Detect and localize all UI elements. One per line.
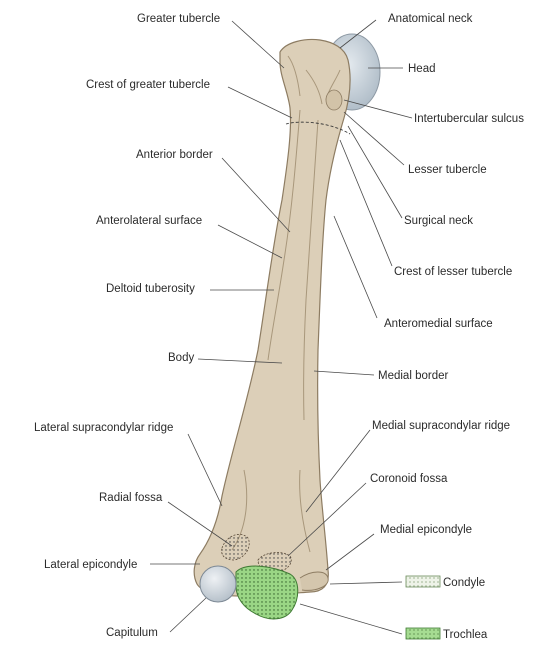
legend-label-trochlea: Trochlea [443,629,488,641]
labels: Greater tubercle Anatomical neck Head Cr… [34,13,524,639]
legend-label-condyle: Condyle [443,577,485,589]
label-medial-border: Medial border [378,370,448,382]
label-medial-supracondylar-ridge: Medial supracondylar ridge [372,420,510,432]
label-coronoid-fossa: Coronoid fossa [370,473,448,485]
label-lesser-tubercle: Lesser tubercle [408,164,487,176]
label-lateral-epicondyle: Lateral epicondyle [44,559,137,571]
legend-swatch-condyle [405,575,441,588]
label-deltoid-tuberosity: Deltoid tuberosity [106,283,195,295]
label-surgical-neck: Surgical neck [404,215,473,227]
trochlea-shape [235,565,299,620]
label-radial-fossa: Radial fossa [99,492,163,504]
label-crest-of-greater-tubercle: Crest of greater tubercle [86,79,210,91]
humerus-outline [193,38,351,597]
label-crest-of-lesser-tubercle: Crest of lesser tubercle [394,266,512,278]
label-capitulum: Capitulum [106,627,158,639]
label-lateral-supracondylar-ridge: Lateral supracondylar ridge [34,422,173,434]
label-head: Head [408,63,436,75]
label-anterior-border: Anterior border [136,149,213,161]
radial-fossa-shape [221,534,250,561]
label-anatomical-neck: Anatomical neck [388,13,473,25]
capitulum-shape [199,565,237,603]
label-body: Body [168,352,194,364]
legend: Condyle Trochlea [405,575,488,641]
label-anterolateral-surface: Anterolateral surface [96,215,202,227]
legend-swatch-trochlea [405,627,441,640]
label-greater-tubercle: Greater tubercle [137,13,220,25]
humerus-bone [193,33,381,620]
label-intertubercular-sulcus: Intertubercular sulcus [414,113,524,125]
label-anteromedial-surface: Anteromedial surface [384,318,493,330]
label-medial-epicondyle: Medial epicondyle [380,524,472,536]
leader-lines [150,19,413,635]
